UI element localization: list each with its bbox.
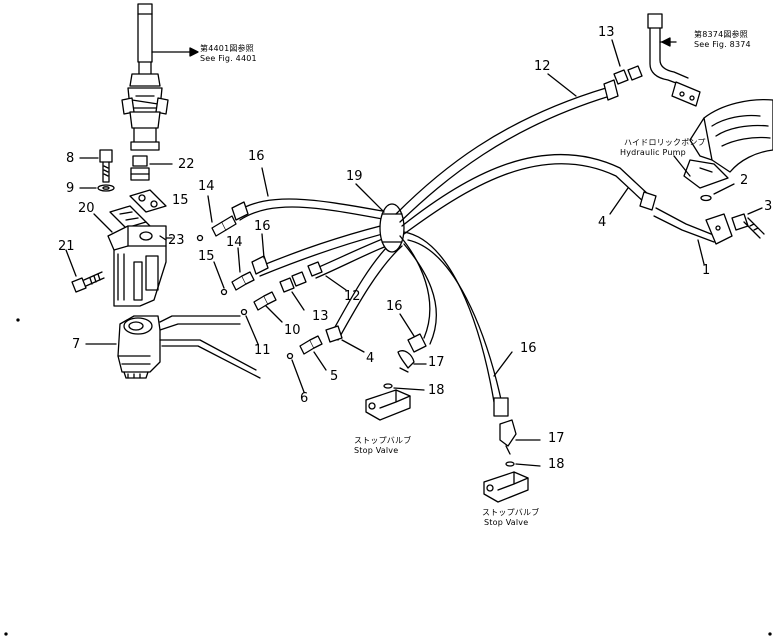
leader-18b xyxy=(515,463,541,467)
bolt-8 xyxy=(99,149,113,183)
oring-2 xyxy=(700,194,712,202)
leader-4-lower xyxy=(341,339,365,353)
part-number-17-a: 17 xyxy=(428,355,445,370)
part-number-16-a: 16 xyxy=(248,149,265,164)
leader-18a xyxy=(393,387,425,391)
leader-23 xyxy=(159,235,167,241)
part-number-14-upper: 14 xyxy=(198,179,215,194)
hydraulic-pump xyxy=(683,98,773,189)
leader-20 xyxy=(93,213,113,233)
part-number-20: 20 xyxy=(78,201,95,216)
callout-stopvalve2-en: Stop Valve xyxy=(484,518,529,527)
steering-column xyxy=(121,3,169,151)
part-number-3: 3 xyxy=(764,199,773,214)
callout-stopvalve2-jp: ストップバルブ xyxy=(482,508,540,517)
leader-16-c xyxy=(399,313,415,337)
stop-valve-1 xyxy=(365,350,415,421)
part-number-13-lower: 13 xyxy=(312,309,329,324)
hose-ends xyxy=(231,79,657,417)
leader-1 xyxy=(697,239,705,265)
part-number-22: 22 xyxy=(178,157,195,172)
part-number-4-lower: 4 xyxy=(366,351,375,366)
part-number-8: 8 xyxy=(66,151,75,166)
leader-12-upper xyxy=(547,73,577,97)
leader-16-a xyxy=(261,167,269,197)
part-number-16-d: 16 xyxy=(520,341,537,356)
fittings-left xyxy=(196,215,323,360)
part-number-23: 23 xyxy=(168,233,185,248)
leader-13-lower xyxy=(291,291,305,311)
part-number-6: 6 xyxy=(300,391,309,406)
callout-pump-jp: ハイドロリックポンプ xyxy=(624,138,706,147)
leader-21 xyxy=(65,249,77,277)
part-number-19: 19 xyxy=(346,169,363,184)
callout-fig4401-jp: 第4401図参照 xyxy=(200,44,254,53)
part-number-18-a: 18 xyxy=(428,383,445,398)
callout-stopvalve1-jp: ストップバルブ xyxy=(354,436,412,445)
part-number-13-upper: 13 xyxy=(598,25,615,40)
part-number-5: 5 xyxy=(330,369,339,384)
part-number-2: 2 xyxy=(740,173,749,188)
leader-4-upper xyxy=(609,187,629,215)
pipe-8374 xyxy=(647,13,701,107)
hoses xyxy=(235,87,651,405)
callout-fig4401-en: See Fig. 4401 xyxy=(200,54,257,63)
nuts-13-upper xyxy=(613,65,643,85)
leader-12-lower xyxy=(325,275,347,291)
part-number-12-lower: 12 xyxy=(344,289,361,304)
washer-9 xyxy=(97,184,115,192)
callout-pump-en: Hydraulic Pump xyxy=(620,148,686,157)
part-number-1: 1 xyxy=(702,263,711,278)
leader-pump xyxy=(673,155,691,177)
callout-fig8374-jp: 第8374図参照 xyxy=(694,30,748,39)
pipe-1 xyxy=(653,207,733,245)
leader-2 xyxy=(713,183,735,195)
part-number-9: 9 xyxy=(66,181,75,196)
bolt-3 xyxy=(731,213,765,239)
part-number-14-lower: 14 xyxy=(226,235,243,250)
part-number-10: 10 xyxy=(284,323,301,338)
part-number-18-b: 18 xyxy=(548,457,565,472)
callout-fig8374-en: See Fig. 8374 xyxy=(694,40,751,49)
part-number-11: 11 xyxy=(254,343,271,358)
part-number-7: 7 xyxy=(72,337,81,352)
leader-3 xyxy=(747,207,763,215)
leaders-fittings xyxy=(207,195,327,393)
leader-13-upper xyxy=(611,39,621,67)
valve-tubes xyxy=(159,315,261,379)
callout-stopvalve1-en: Stop Valve xyxy=(354,446,399,455)
leader-16-b xyxy=(261,233,265,259)
stop-valve-2 xyxy=(483,419,529,503)
part-number-16-b: 16 xyxy=(254,219,271,234)
coupler-22 xyxy=(130,155,173,181)
part-number-4-upper: 4 xyxy=(598,215,607,230)
part-number-21: 21 xyxy=(58,239,75,254)
part-number-17-b: 17 xyxy=(548,431,565,446)
part-number-15-upper: 15 xyxy=(172,193,189,208)
bolt-21 xyxy=(71,271,105,293)
part-number-12-upper: 12 xyxy=(534,59,551,74)
steering-valve-7 xyxy=(117,315,161,379)
nuts-13-lower xyxy=(279,271,307,293)
leader-19 xyxy=(355,183,385,213)
part-number-15-lower: 15 xyxy=(198,249,215,264)
part-number-16-c: 16 xyxy=(386,299,403,314)
leader-16-d xyxy=(493,351,513,377)
bracket-20 xyxy=(107,225,167,307)
